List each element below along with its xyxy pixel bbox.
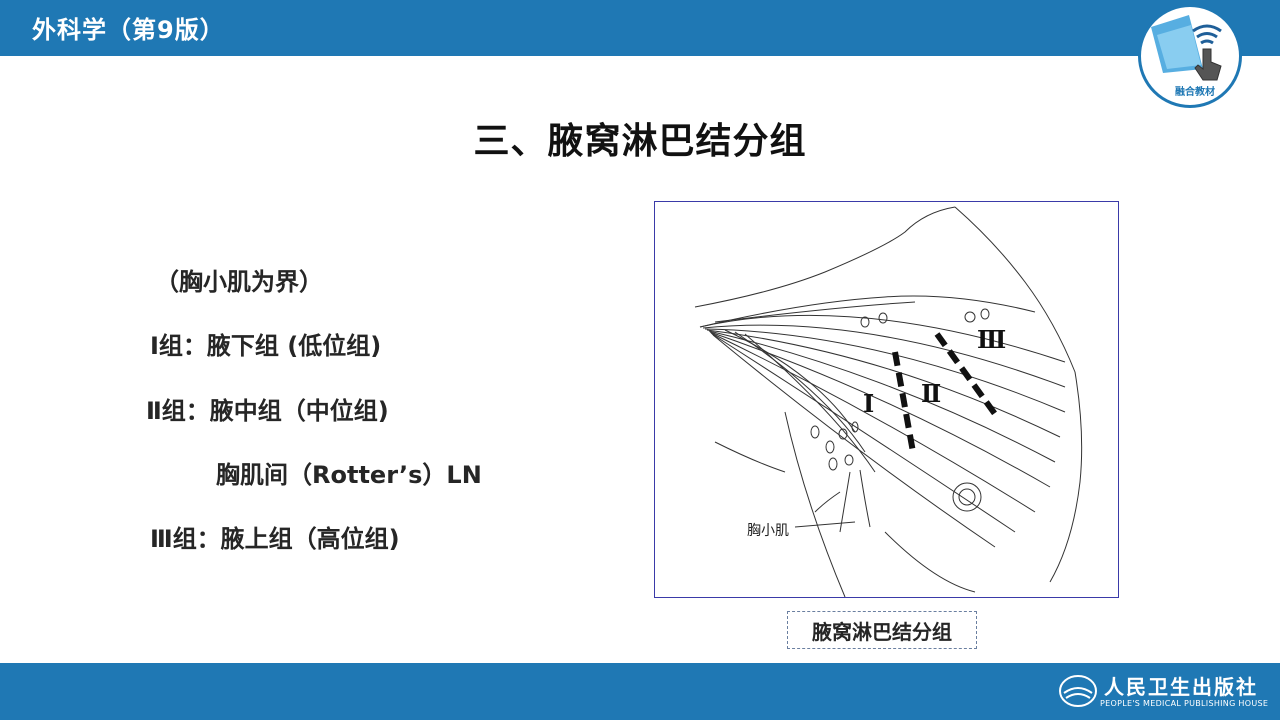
- top-bar: 外科学（第9版）: [0, 0, 1280, 56]
- text-line-group-2: Ⅱ组：腋中组（中位组): [146, 397, 389, 425]
- text-line-boundary: （胸小肌为界）: [155, 268, 323, 296]
- bottom-bar: 人民卫生出版社 PEOPLE'S MEDICAL PUBLISHING HOUS…: [0, 663, 1280, 720]
- course-title: 外科学（第9版）: [32, 16, 225, 44]
- text-line-group-3: Ⅲ组：腋上组（高位组): [150, 525, 400, 553]
- text-line-rotter: 胸肌间（Rotter’s）LN: [216, 461, 482, 489]
- text-line-group-1: Ⅰ组：腋下组 (低位组): [150, 332, 382, 360]
- figure-caption: 腋窝淋巴结分组: [787, 611, 977, 649]
- pectoralis-minor-label: 胸小肌: [747, 523, 789, 539]
- badge-label: 融合教材: [1175, 87, 1215, 98]
- axillary-lymph-node-figure: Ⅰ Ⅱ Ⅲ 胸小肌: [654, 201, 1119, 598]
- group-label-3: Ⅲ: [977, 325, 1006, 354]
- wifi-icon: [1192, 24, 1222, 45]
- publisher-name-en: PEOPLE'S MEDICAL PUBLISHING HOUSE: [1100, 699, 1269, 708]
- group-label-1: Ⅰ: [863, 389, 874, 418]
- publisher-name-cn: 人民卫生出版社: [1104, 675, 1258, 699]
- group-label-2: Ⅱ: [921, 379, 941, 408]
- publisher-logo-icon: [1059, 675, 1097, 707]
- touch-hand-icon: [1151, 15, 1222, 81]
- anatomy-illustration: Ⅰ Ⅱ Ⅲ: [694, 206, 1083, 597]
- fusion-textbook-badge: 融合教材: [1138, 4, 1242, 108]
- slide-title: 三、腋窝淋巴结分组: [473, 121, 807, 162]
